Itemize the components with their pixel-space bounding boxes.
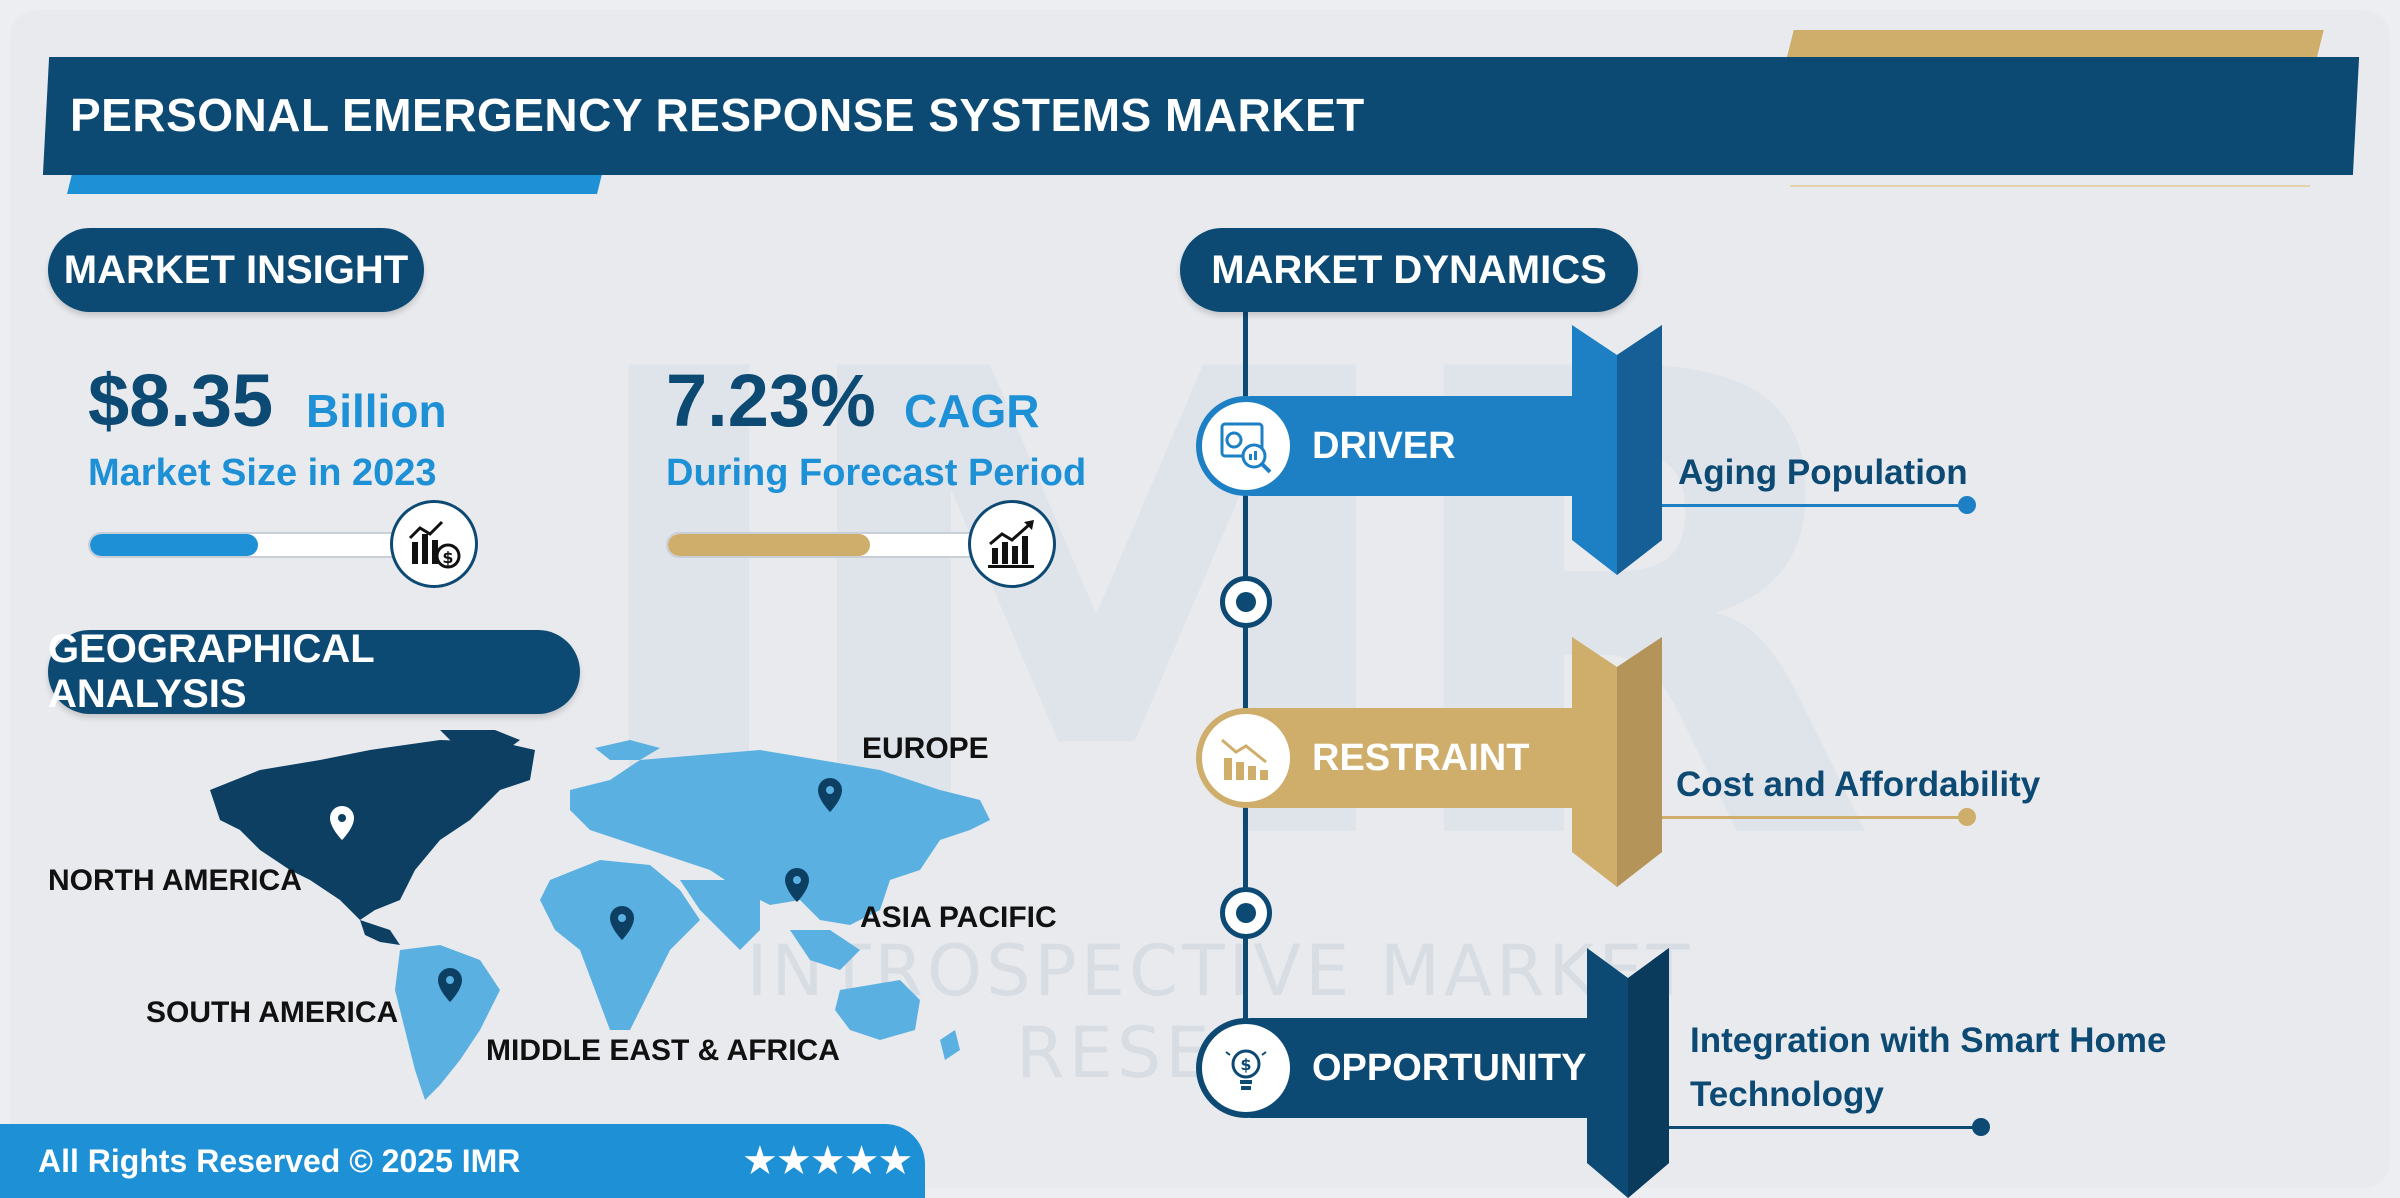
europe-label: EUROPE bbox=[862, 732, 989, 765]
growth-chart-icon bbox=[968, 500, 1056, 588]
banner-gold-accent bbox=[1786, 30, 2324, 60]
opportunity-bar: OPPORTUNITY bbox=[1250, 1018, 1595, 1118]
restraint-text: Cost and Affordability bbox=[1676, 765, 2041, 804]
market-size-bar bbox=[88, 532, 428, 558]
asia-pacific-pin-icon bbox=[785, 868, 809, 902]
footer: All Rights Reserved © 2025 IMR ★★★★★ bbox=[0, 1124, 925, 1198]
market-size-unit: Billion bbox=[306, 385, 447, 437]
north-america-pin-icon bbox=[330, 806, 354, 840]
opportunity-connector-end bbox=[1972, 1118, 1990, 1136]
restraint-chevron bbox=[1572, 637, 1662, 887]
south-america-label: SOUTH AMERICA bbox=[146, 996, 399, 1029]
timeline-node bbox=[1220, 887, 1272, 939]
mea-label: MIDDLE EAST & AFRICA bbox=[486, 1034, 840, 1067]
driver-connector bbox=[1662, 504, 1964, 507]
cagr-value: 7.23% bbox=[666, 359, 876, 442]
europe-pin-icon bbox=[818, 778, 842, 812]
opportunity-text-line1: Integration with Smart Home bbox=[1690, 1021, 2167, 1060]
dynamics-timeline bbox=[1243, 305, 1248, 1065]
market-dynamics-heading: MARKET DYNAMICS bbox=[1180, 228, 1638, 312]
world-map bbox=[210, 730, 990, 1100]
market-size-desc: Market Size in 2023 bbox=[88, 452, 437, 494]
market-insight-heading: MARKET INSIGHT bbox=[48, 228, 424, 312]
driver-label: DRIVER bbox=[1312, 424, 1456, 467]
south-america-pin-icon bbox=[438, 968, 462, 1002]
africa-shape bbox=[540, 860, 700, 1030]
restraint-connector bbox=[1662, 816, 1964, 819]
driver-bar: DRIVER bbox=[1250, 396, 1580, 496]
page-title: PERSONAL EMERGENCY RESPONSE SYSTEMS MARK… bbox=[70, 89, 1365, 141]
restraint-icon-circle bbox=[1196, 708, 1296, 808]
opportunity-label: OPPORTUNITY bbox=[1312, 1046, 1587, 1089]
opportunity-icon-circle: $ bbox=[1196, 1018, 1296, 1118]
restraint-bar: RESTRAINT bbox=[1250, 708, 1580, 808]
australia-shape bbox=[835, 980, 920, 1040]
north-america-shape bbox=[210, 740, 535, 920]
svg-text:$: $ bbox=[1240, 1055, 1251, 1074]
declining-chart-icon bbox=[1221, 738, 1268, 780]
south-america-shape bbox=[395, 945, 500, 1100]
eurasia-shape bbox=[570, 750, 990, 925]
opportunity-connector bbox=[1669, 1126, 1979, 1129]
banner-gold-line bbox=[1790, 185, 2310, 187]
timeline-node bbox=[1220, 576, 1272, 628]
market-size-value: $8.35 bbox=[88, 359, 274, 442]
market-money-chart-icon: $ bbox=[390, 500, 478, 588]
rating-stars-icon: ★★★★★ bbox=[742, 1139, 913, 1183]
driver-chevron bbox=[1572, 325, 1662, 575]
opportunity-text: Integration with Smart Home Technology bbox=[1690, 1014, 2166, 1122]
market-size-bar-fill bbox=[90, 534, 258, 556]
svg-text:$: $ bbox=[442, 548, 453, 567]
restraint-connector-end bbox=[1958, 808, 1976, 826]
analytics-icon bbox=[1220, 422, 1272, 474]
geo-heading: GEOGRAPHICAL ANALYSIS bbox=[48, 627, 580, 716]
mea-pin-icon bbox=[610, 906, 634, 940]
copyright-text: All Rights Reserved © 2025 IMR bbox=[38, 1142, 521, 1179]
idea-money-icon: $ bbox=[1225, 1049, 1267, 1090]
cagr-desc: During Forecast Period bbox=[666, 452, 1087, 494]
cagr-unit: CAGR bbox=[904, 385, 1040, 437]
cagr-bar-fill bbox=[668, 534, 870, 556]
driver-text: Aging Population bbox=[1678, 453, 1968, 492]
asia-pacific-label: ASIA PACIFIC bbox=[860, 901, 1057, 934]
opportunity-chevron bbox=[1587, 948, 1669, 1198]
opportunity-text-line2: Technology bbox=[1690, 1075, 1884, 1114]
driver-connector-end bbox=[1958, 496, 1976, 514]
north-america-label: NORTH AMERICA bbox=[48, 864, 302, 897]
cagr-bar bbox=[666, 532, 1006, 558]
driver-icon-circle bbox=[1196, 396, 1296, 496]
restraint-label: RESTRAINT bbox=[1312, 736, 1530, 779]
